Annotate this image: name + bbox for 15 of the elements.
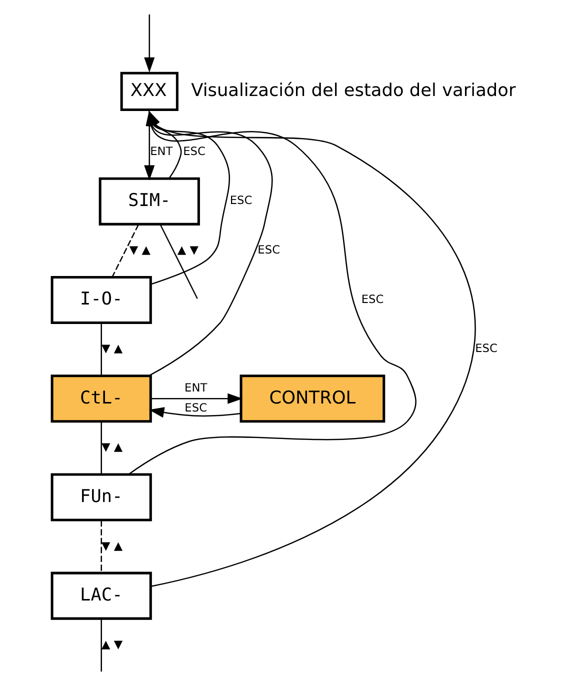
edge-label: ▼ ▲ bbox=[101, 341, 122, 356]
node-label: Visualización del estado del variador bbox=[190, 81, 516, 102]
edge-label: ESC bbox=[184, 400, 207, 415]
edge-label: ENT bbox=[184, 380, 207, 394]
edge-label: ENT bbox=[150, 144, 172, 158]
edge-label: ▼ ▲ bbox=[101, 538, 122, 552]
edge-label: ▼ ▲ bbox=[101, 440, 122, 454]
edge-label: ▼ ▲ bbox=[128, 242, 150, 256]
edge-label: ESC bbox=[257, 242, 280, 256]
edge-label: ESC bbox=[229, 193, 252, 208]
edge-label: ▲ ▼ bbox=[101, 636, 122, 651]
edge-label: ESC bbox=[474, 341, 497, 356]
edge-label: ESC bbox=[182, 144, 205, 158]
edge-label: ESC bbox=[360, 292, 384, 306]
edge-label: ▲ ▼ bbox=[176, 242, 198, 256]
